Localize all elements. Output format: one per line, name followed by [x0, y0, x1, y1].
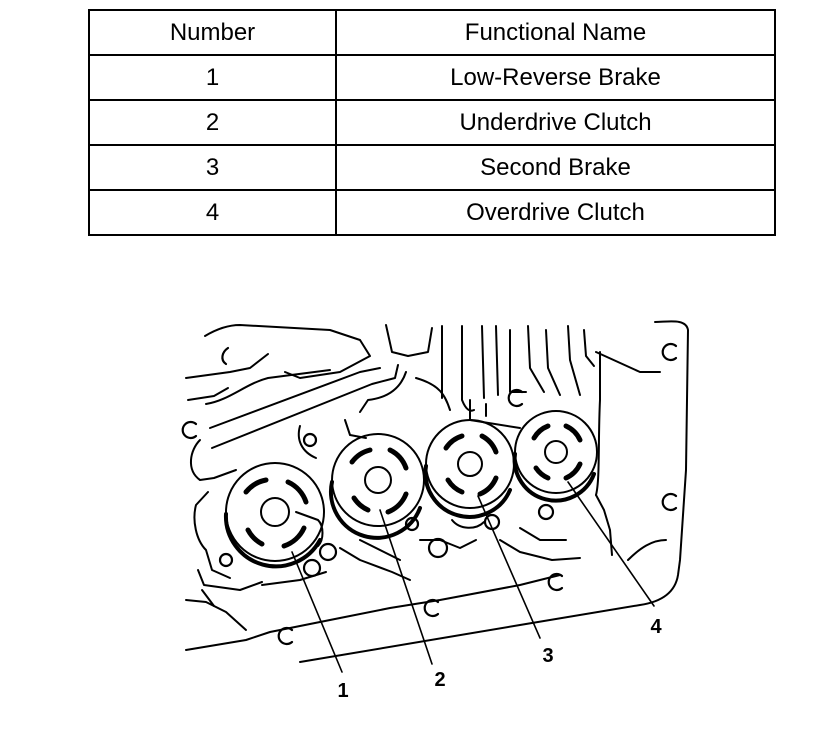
port-underdrive-clutch	[328, 433, 425, 540]
table-row: 2 Underdrive Clutch	[88, 99, 776, 146]
port-overdrive-clutch	[512, 410, 598, 503]
callout-3: 3	[542, 645, 553, 667]
callout-4: 4	[650, 616, 662, 638]
row-number: 1	[88, 54, 337, 101]
row-number: 4	[88, 189, 337, 236]
header-number: Number	[88, 9, 337, 56]
housing-outline	[185, 320, 689, 663]
fluid-ports	[223, 410, 598, 569]
port-low-reverse-brake	[223, 462, 325, 569]
row-functional-name: Overdrive Clutch	[335, 189, 776, 236]
row-number: 3	[88, 144, 337, 191]
table-row: 3 Second Brake	[88, 144, 776, 191]
header-functional-name: Functional Name	[335, 9, 776, 56]
callout-1: 1	[337, 680, 348, 702]
row-functional-name: Second Brake	[335, 144, 776, 191]
port-second-brake	[423, 419, 515, 519]
table-row: 1 Low-Reverse Brake	[88, 54, 776, 101]
leader-lines	[291, 481, 655, 673]
row-number: 2	[88, 99, 337, 146]
functional-name-table: Number Functional Name 1 Low-Reverse Bra…	[88, 9, 776, 236]
table-header-row: Number Functional Name	[88, 9, 776, 56]
callout-labels: 1 2 3 4	[337, 616, 662, 702]
row-functional-name: Low-Reverse Brake	[335, 54, 776, 101]
table-row: 4 Overdrive Clutch	[88, 189, 776, 236]
callout-2: 2	[434, 669, 445, 691]
row-functional-name: Underdrive Clutch	[335, 99, 776, 146]
